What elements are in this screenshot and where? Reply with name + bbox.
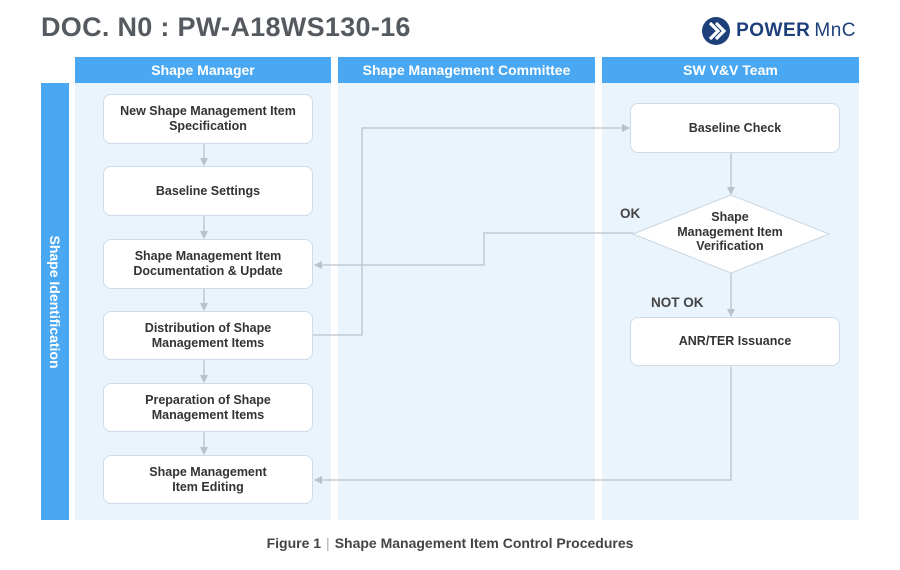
- step-documentation-update: Shape Management Item Documentation & Up…: [103, 239, 313, 289]
- step-preparation: Preparation of Shape Management Items: [103, 383, 313, 432]
- lane-committee: [338, 83, 595, 520]
- document-number: DOC. N0 : PW-A18WS130-16: [41, 12, 411, 42]
- figure-caption: Figure 1|Shape Management Item Control P…: [0, 535, 900, 551]
- step-baseline-check: Baseline Check: [630, 103, 840, 153]
- arrow-anr-to-editing: [314, 367, 732, 484]
- step-item-editing: Shape Management Item Editing: [103, 455, 313, 504]
- power-mnc-logo-icon: [702, 17, 731, 45]
- step-baseline-settings: Baseline Settings: [103, 166, 313, 216]
- caption-separator: |: [326, 535, 330, 551]
- lane-header-sw-vv-team: SW V&V Team: [602, 57, 859, 83]
- figure-number: Figure 1: [266, 535, 322, 551]
- step-anr-ter-issuance: ANR/TER Issuance: [630, 317, 840, 366]
- arrow-distribution-to-baseline-check: [313, 124, 630, 336]
- arrow-ok-to-doc-update: [314, 232, 633, 269]
- verification-diamond: [631, 194, 831, 274]
- figure-title: Shape Management Item Control Procedures: [334, 535, 634, 551]
- decision-verification-label: Shape Management Item Verification: [677, 210, 783, 253]
- lane-header-committee: Shape Management Committee: [338, 57, 595, 83]
- lane-header-shape-manager: Shape Manager: [75, 57, 331, 83]
- step-distribution: Distribution of Shape Management Items: [103, 311, 313, 360]
- not-ok-label: NOT OK: [651, 295, 704, 310]
- step-new-item-specification: New Shape Management Item Specification: [103, 94, 313, 144]
- phase-bar: [41, 83, 69, 520]
- ok-label: OK: [620, 206, 641, 221]
